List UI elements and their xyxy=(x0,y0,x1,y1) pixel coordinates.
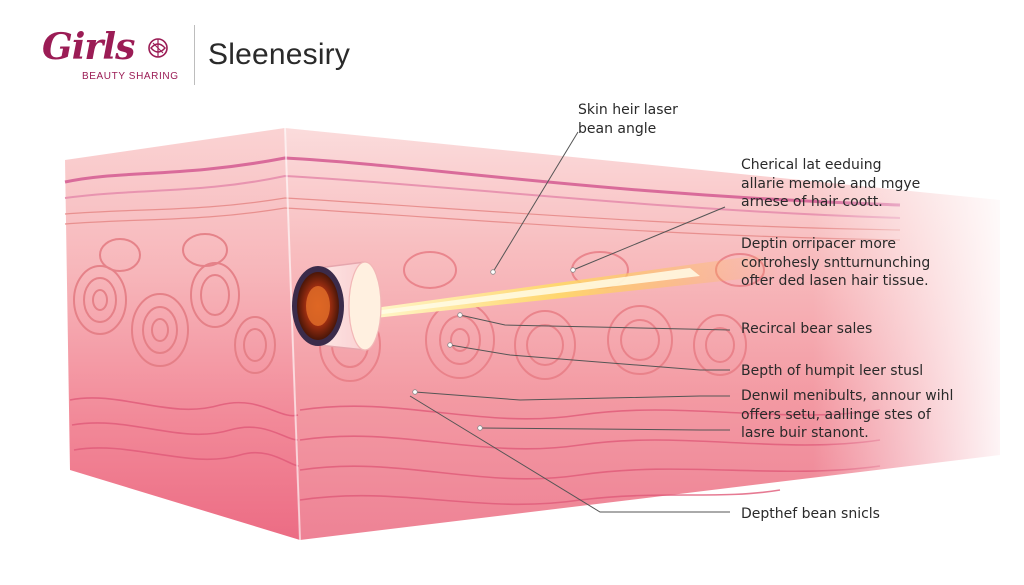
hair-follicle xyxy=(292,261,382,351)
header: Girls BEAUTY SHARING Sleenesiry xyxy=(0,0,1024,100)
label-line: offers setu, aallinge stes of xyxy=(741,406,931,423)
fade-overlay xyxy=(560,120,1020,560)
label-bepth: Bepth of humpit leer stusl xyxy=(741,362,923,381)
label-depthef: Depthef bean snicls xyxy=(741,505,880,524)
skin-block-front xyxy=(65,128,300,540)
label-line: Skin heir laser xyxy=(578,102,678,118)
label-line: lasre buir stanont. xyxy=(741,425,869,441)
page-title: Sleenesiry xyxy=(208,38,351,71)
leader-dots xyxy=(412,267,576,431)
label-beam-angle: Skin heir laser bean angle xyxy=(578,101,678,138)
header-divider xyxy=(194,25,195,85)
dermis-cells-front xyxy=(73,233,276,374)
leader-lines xyxy=(409,131,731,513)
label-line: Recircal bear sales xyxy=(741,321,873,337)
label-line: allarie memole and mgye xyxy=(741,175,921,192)
brand-tagline: BEAUTY SHARING xyxy=(82,71,179,82)
brand-name: Girls xyxy=(42,26,135,68)
label-depth-tissue: Deptin orripacer more cortrohesly snttur… xyxy=(741,235,930,291)
label-line: ofter ded lasen hair tissue. xyxy=(741,273,929,289)
label-line: Deptin orripacer more xyxy=(741,236,896,252)
label-line: Bepth of humpit leer stusl xyxy=(741,363,924,379)
label-recircal: Recircal bear sales xyxy=(741,320,872,339)
label-chemical-layer: Cherical lat eeduing allarie memole and … xyxy=(741,156,920,212)
label-denwil: Denwil menibults, annour wihl offers set… xyxy=(741,387,953,443)
label-line: Denwil menibults, annour wihl xyxy=(741,388,954,404)
label-line: arnese of hair coott. xyxy=(741,194,883,210)
block-edge xyxy=(284,127,301,541)
label-line: bean angle xyxy=(578,120,657,137)
laser-beam-core xyxy=(375,268,700,315)
label-line: cortrohesly sntturnunching xyxy=(741,254,931,271)
lotus-icon xyxy=(148,38,168,58)
brand-logo[interactable]: Girls BEAUTY SHARING xyxy=(42,26,192,86)
label-line: Cherical lat eeduing xyxy=(741,157,882,173)
label-line: Depthef bean snicls xyxy=(741,506,880,522)
